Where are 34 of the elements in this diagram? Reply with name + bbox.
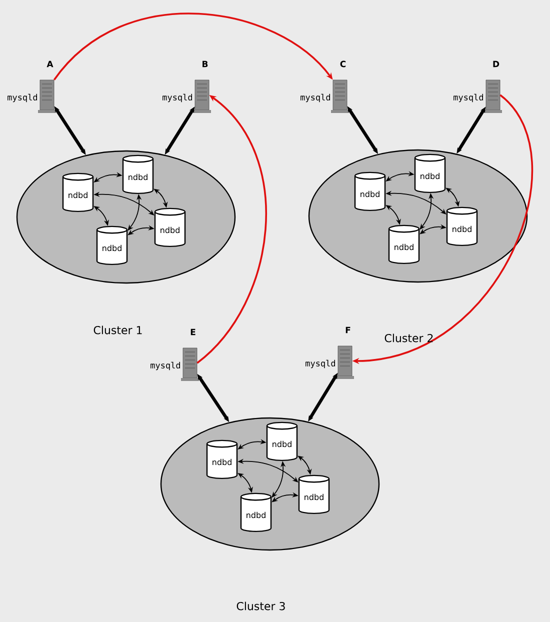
server-icon bbox=[38, 80, 56, 113]
database-cylinder: ndbd bbox=[96, 226, 128, 266]
database-cylinder: ndbd bbox=[62, 172, 94, 212]
server-icon bbox=[181, 348, 199, 381]
process-label: mysqld bbox=[150, 362, 180, 370]
server-letter: B bbox=[202, 60, 208, 68]
server-letter: A bbox=[46, 60, 54, 68]
server-letter: C bbox=[340, 60, 346, 68]
process-label: mysqld bbox=[300, 94, 330, 102]
database-cylinder: ndbd bbox=[354, 172, 386, 212]
database-cylinder: ndbd bbox=[414, 154, 446, 194]
cluster-label: Cluster 1 bbox=[94, 326, 142, 334]
server-icon bbox=[193, 80, 211, 113]
server-letter: F bbox=[346, 326, 350, 334]
database-cylinder: ndbd bbox=[240, 492, 272, 532]
cluster-label: Cluster 2 bbox=[384, 334, 433, 342]
server-icon bbox=[336, 346, 354, 379]
database-cylinder: ndbd bbox=[266, 422, 298, 462]
database-cylinder: ndbd bbox=[206, 440, 238, 480]
server-icon bbox=[331, 80, 349, 113]
process-label: mysqld bbox=[454, 94, 483, 102]
server-letter: E bbox=[190, 328, 196, 336]
database-cylinder: ndbd bbox=[154, 208, 186, 248]
process-label: mysqld bbox=[8, 94, 37, 102]
database-cylinder: ndbd bbox=[388, 224, 420, 264]
server-icon bbox=[484, 80, 502, 113]
server-letter: D bbox=[493, 60, 500, 68]
process-label: mysqld bbox=[162, 94, 192, 102]
database-cylinder: ndbd bbox=[298, 474, 330, 514]
database-cylinder: ndbd bbox=[122, 154, 154, 194]
cluster-label: Cluster 3 bbox=[236, 602, 285, 610]
process-label: mysqld bbox=[306, 360, 335, 368]
database-cylinder: ndbd bbox=[446, 206, 478, 246]
arrow bbox=[196, 95, 267, 364]
